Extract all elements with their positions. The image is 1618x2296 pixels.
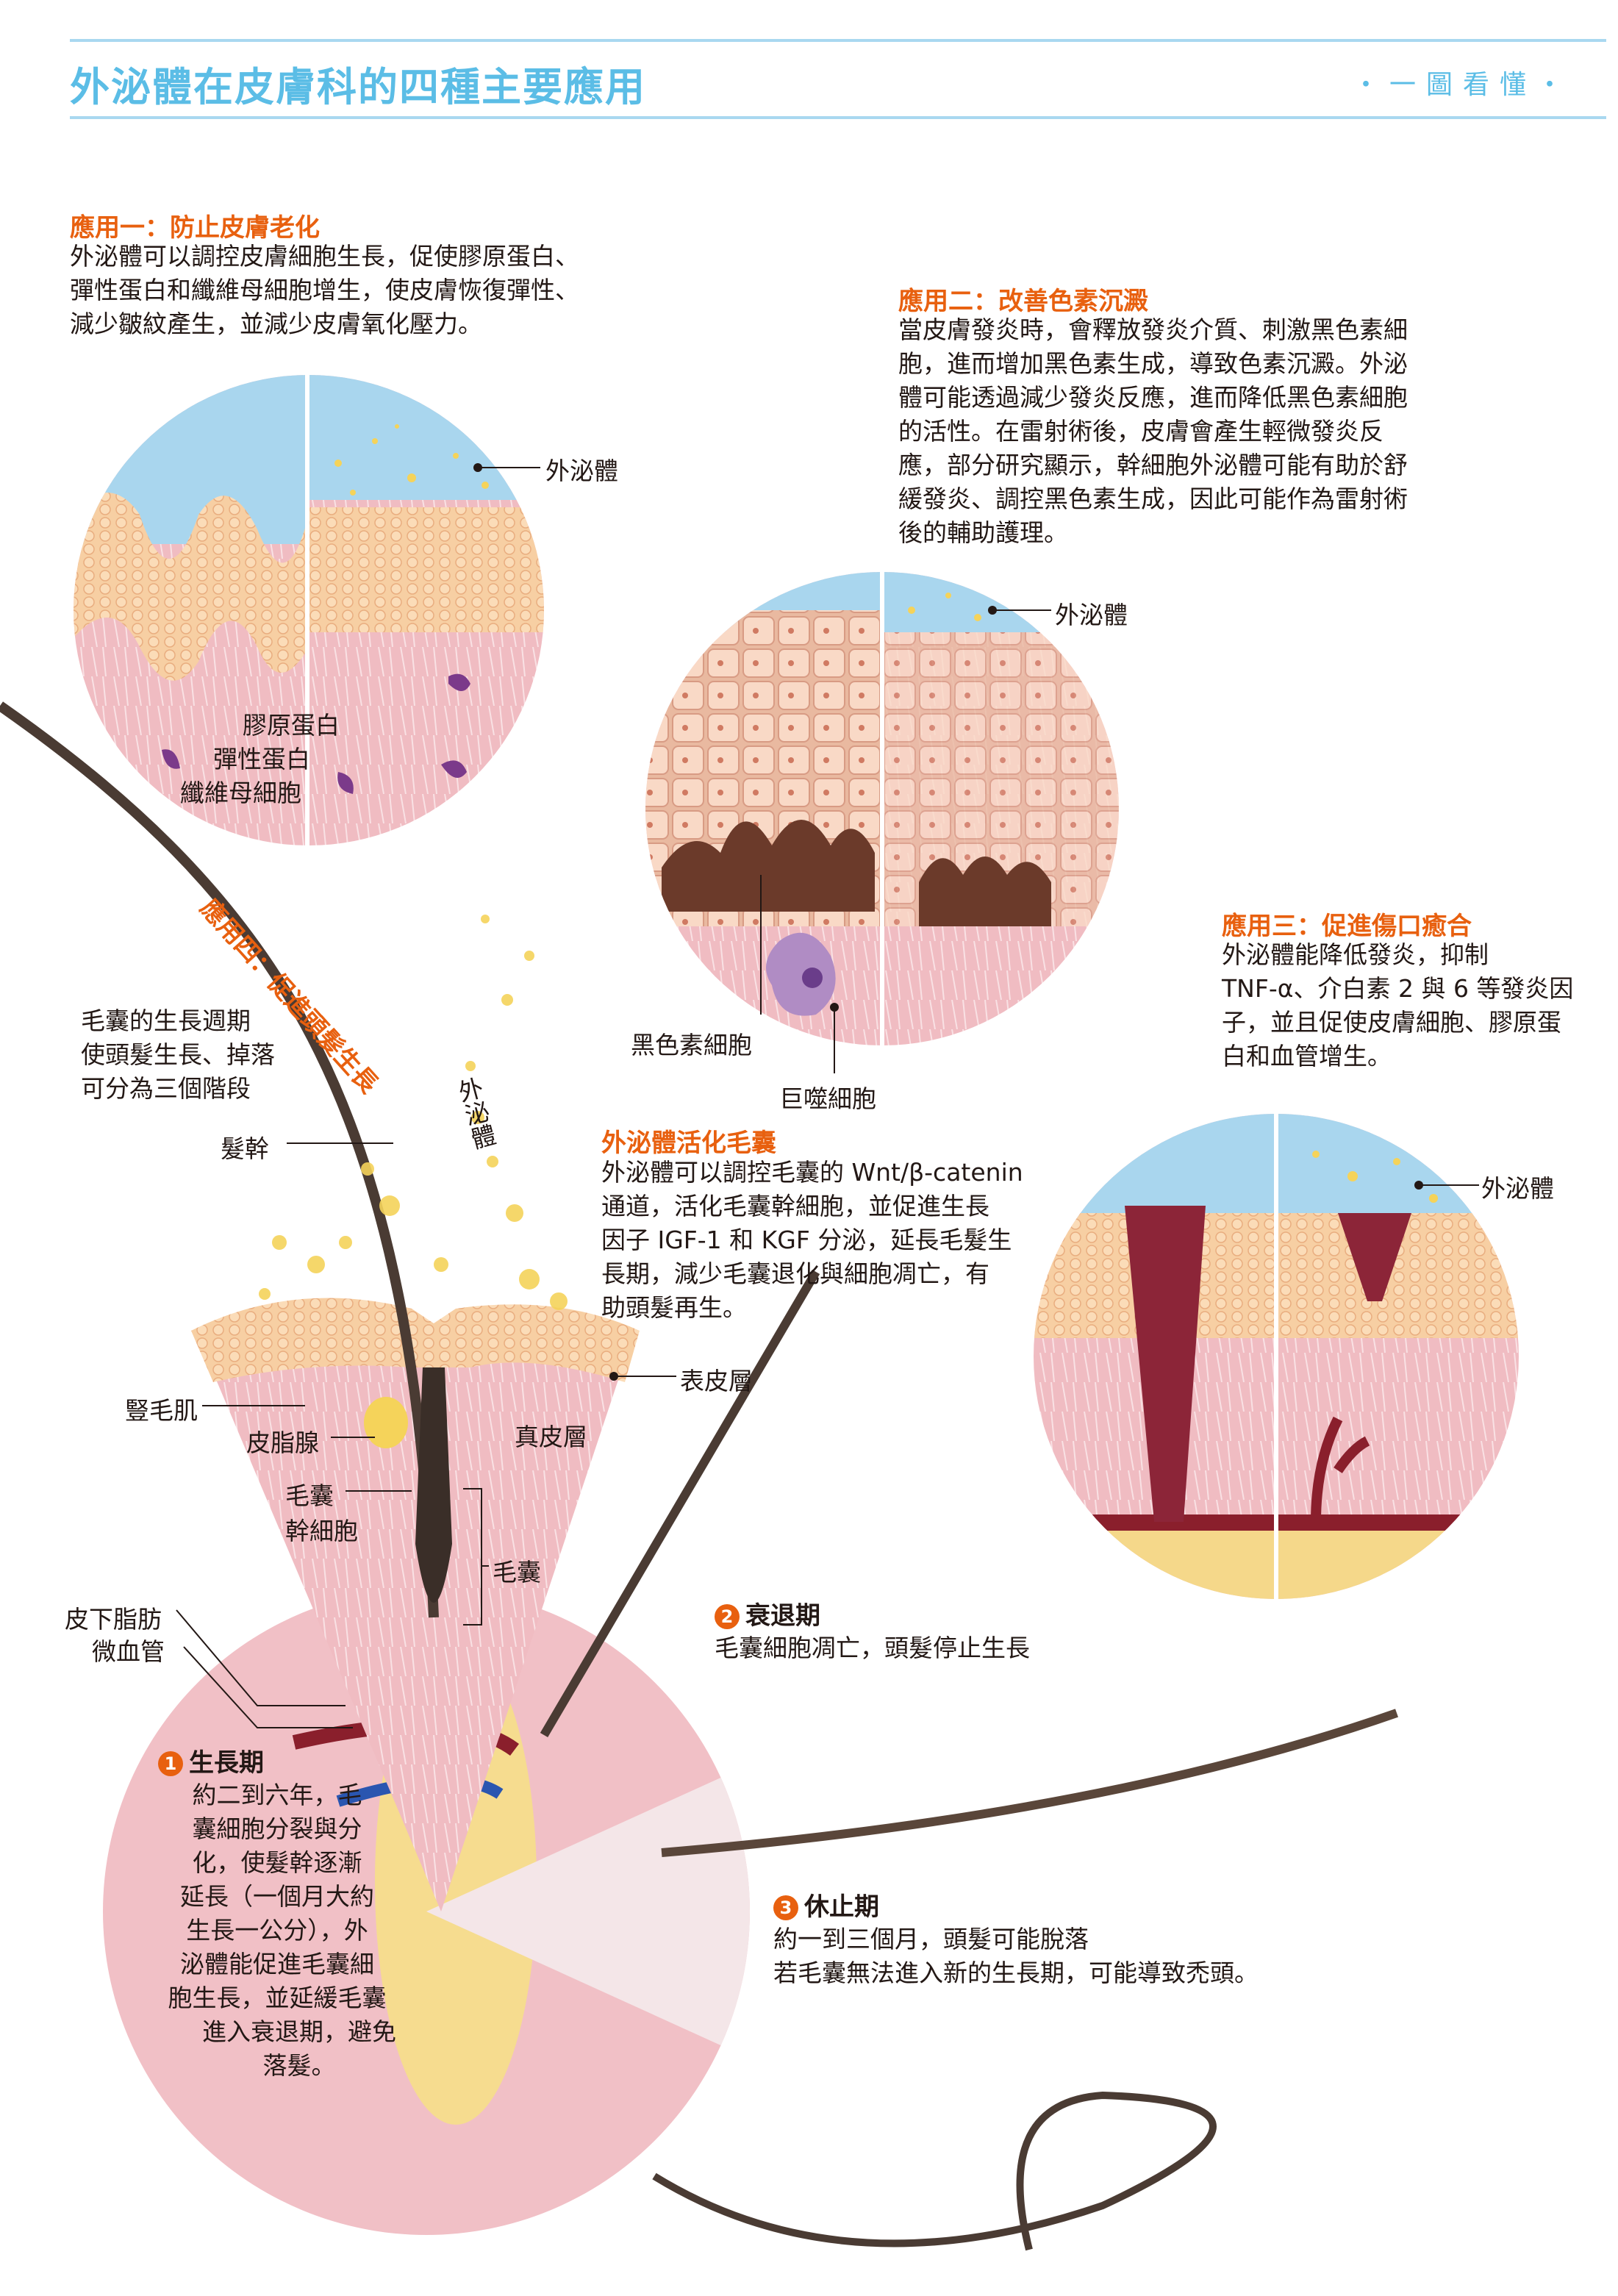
label-elastin: 彈性蛋白: [213, 745, 310, 773]
app1-body: 外泌體可以調控皮膚細胞生長，促使膠原蛋白、 彈性蛋白和纖維母細胞增生，使皮膚恢復…: [70, 240, 579, 341]
text-line: 通道，活化毛囊幹細胞，並促進生長: [601, 1192, 989, 1220]
label-sebaceous-gland: 皮脂腺: [246, 1428, 319, 1457]
label-melanocyte: 黑色素細胞: [631, 1031, 752, 1059]
text-line: 胞，進而增加黑色素生成，導致色素沉澱。外泌: [898, 349, 1408, 378]
text-line: 延長（一個月大約: [180, 1882, 374, 1911]
text-line: 白和血管增生。: [1222, 1042, 1392, 1070]
text-line: 應，部分研究顯示，幹細胞外泌體可能有助於舒: [898, 451, 1408, 479]
text-line: 約一到三個月，頭髮可能脫落: [773, 1925, 1089, 1953]
text-line: 囊細胞分裂與分: [192, 1814, 362, 1843]
text-line: 幹細胞: [285, 1517, 358, 1545]
app2-body: 當皮膚發炎時，會釋放發炎介質、刺激黑色素細 胞，進而增加黑色素生成，導致色素沉澱…: [898, 313, 1408, 550]
text-line: 生長一公分），外: [186, 1916, 368, 1945]
phase-title: 生長期: [189, 1748, 264, 1778]
page-title: 外泌體在皮膚科的四種主要應用: [70, 64, 646, 110]
app1-title: 應用一：防止皮膚老化: [70, 213, 320, 243]
text-line: 落髮。: [262, 2051, 336, 2080]
text-line: 進入衰退期，避免: [202, 2017, 396, 2046]
text-line: 的活性。在雷射術後，皮膚會產生輕微發炎反: [898, 417, 1383, 446]
text-line: 長期，減少毛囊退化與細胞凋亡，有: [601, 1259, 989, 1288]
dermis-wedge: [198, 1338, 632, 1911]
text-line: 外泌體能降低發炎，抑制: [1222, 940, 1489, 969]
label-dermis: 真皮層: [515, 1423, 587, 1451]
text-line: TNF-α、介白素 2 與 6 等發炎因: [1222, 974, 1574, 1003]
label-fat: 皮下脂肪: [65, 1605, 162, 1634]
text-line: 約二到六年，毛: [192, 1781, 362, 1809]
text-line: 可分為三個階段: [81, 1074, 251, 1103]
text-line: 毛囊細胞凋亡，頭髮停止生長: [715, 1634, 1030, 1662]
app2-title: 應用二：改善色素沉澱: [898, 287, 1148, 316]
app3-title: 應用三：促進傷口癒合: [1222, 912, 1472, 941]
app3-body: 外泌體能降低發炎，抑制 TNF-α、介白素 2 與 6 等發炎因 子，並且促使皮…: [1222, 938, 1573, 1073]
text-line: 胞生長，並延緩毛囊: [168, 1984, 387, 2012]
text-line: 後的輔助護理。: [898, 518, 1068, 547]
label-collagen: 膠原蛋白: [243, 711, 340, 740]
top-rule: [70, 39, 1606, 42]
label-fibroblast: 纖維母細胞: [180, 779, 301, 807]
text-line: 使頭髮生長、掉落: [81, 1040, 275, 1069]
label-epidermis: 表皮層: [680, 1367, 753, 1395]
cycle-intro: 毛囊的生長週期 使頭髮生長、掉落 可分為三個階段: [81, 1004, 275, 1106]
text-line: 體可能透過減少發炎反應，進而降低黑色素細胞: [898, 383, 1408, 412]
label-exosome: 外泌體: [545, 457, 618, 485]
text-line: 彈性蛋白和纖維母細胞增生，使皮膚恢復彈性、: [70, 276, 579, 304]
epidermis-layer: [191, 1298, 640, 1382]
phase-title: 衰退期: [745, 1601, 820, 1631]
header-rule: [70, 116, 1606, 119]
label-macrophage: 巨噬細胞: [779, 1084, 876, 1113]
text-line: 助頭髮再生。: [601, 1293, 747, 1322]
label-arrector-pili: 豎毛肌: [125, 1396, 198, 1425]
wound-skin-circle: [1034, 1114, 1519, 1599]
text-line: 當皮膚發炎時，會釋放發炎介質、刺激黑色素細: [898, 315, 1408, 344]
phase-number-badge: 2: [715, 1604, 740, 1629]
phase-number-badge: 1: [158, 1751, 183, 1776]
label-follicle: 毛囊: [493, 1558, 541, 1587]
label-hair-shaft: 髮幹: [221, 1134, 269, 1163]
text-line: 毛囊: [285, 1481, 334, 1510]
label-stem-cell: 毛囊 幹細胞: [285, 1476, 358, 1547]
text-line: 若毛囊無法進入新的生長期，可能導致禿頭。: [773, 1959, 1259, 1987]
activate-body: 外泌體可以調控毛囊的 Wnt/β-catenin 通道，活化毛囊幹細胞，並促進生…: [601, 1156, 1023, 1325]
text-line: 外泌體可以調控皮膚細胞生長，促使膠原蛋白、: [70, 242, 579, 271]
header-tag: ・一圖看懂・: [1353, 70, 1574, 100]
label-exosome: 外泌體: [1481, 1174, 1554, 1203]
phase-title: 休止期: [804, 1892, 879, 1922]
text-line: 減少皺紋產生，並減少皮膚氧化壓力。: [70, 310, 482, 338]
text-line: 緩發炎、調控黑色素生成，因此可能作為雷射術: [898, 484, 1408, 513]
activate-title: 外泌體活化毛囊: [601, 1129, 776, 1158]
text-line: 因子 IGF-1 和 KGF 分泌，延長毛髮生: [601, 1226, 1012, 1254]
text-line: 泌體能促進毛囊細: [180, 1950, 374, 1978]
phase-number-badge: 3: [773, 1895, 798, 1920]
label-capillary: 微血管: [92, 1637, 165, 1666]
text-line: 化，使髮幹逐漸: [192, 1848, 362, 1877]
text-line: 毛囊的生長週期: [81, 1006, 251, 1035]
text-line: 外泌體可以調控毛囊的 Wnt/β-catenin: [601, 1158, 1023, 1187]
label-exosome: 外泌體: [1055, 601, 1128, 629]
hair-shaft: [0, 701, 439, 1618]
text-line: 子，並且促使皮膚細胞、膠原蛋: [1222, 1008, 1561, 1037]
